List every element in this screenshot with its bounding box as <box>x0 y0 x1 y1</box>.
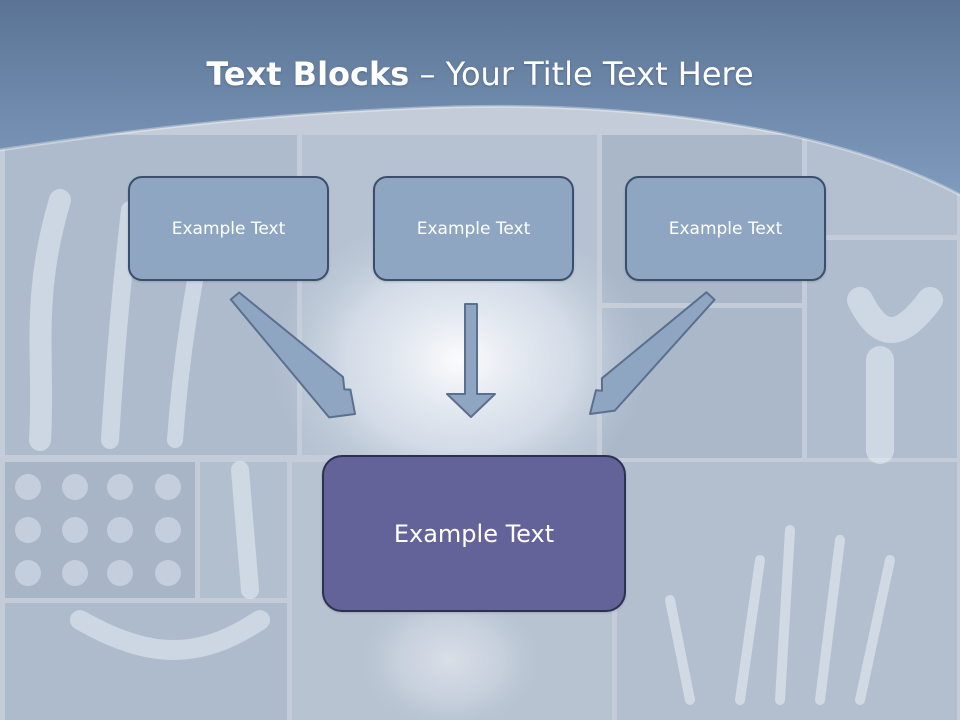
text-block-1[interactable]: Example Text <box>128 176 329 281</box>
xray-tile <box>5 462 195 598</box>
arrow-center-down <box>446 303 496 418</box>
text-block-3-label: Example Text <box>668 218 783 239</box>
arrow-left-to-center <box>229 291 356 419</box>
text-block-1-label: Example Text <box>171 218 286 239</box>
title-bold-part: Text Blocks <box>206 55 410 93</box>
text-block-2[interactable]: Example Text <box>373 176 574 281</box>
title-rest: Your Title Text Here <box>445 55 754 93</box>
arrow-right-to-center <box>589 291 716 415</box>
title-dash: – <box>409 55 446 93</box>
center-text-block[interactable]: Example Text <box>322 455 626 612</box>
text-block-3[interactable]: Example Text <box>625 176 826 281</box>
text-block-2-label: Example Text <box>416 218 531 239</box>
header-band <box>0 0 960 195</box>
center-text-block-label: Example Text <box>393 519 555 548</box>
slide-title: Text Blocks – Your Title Text Here <box>0 52 960 96</box>
